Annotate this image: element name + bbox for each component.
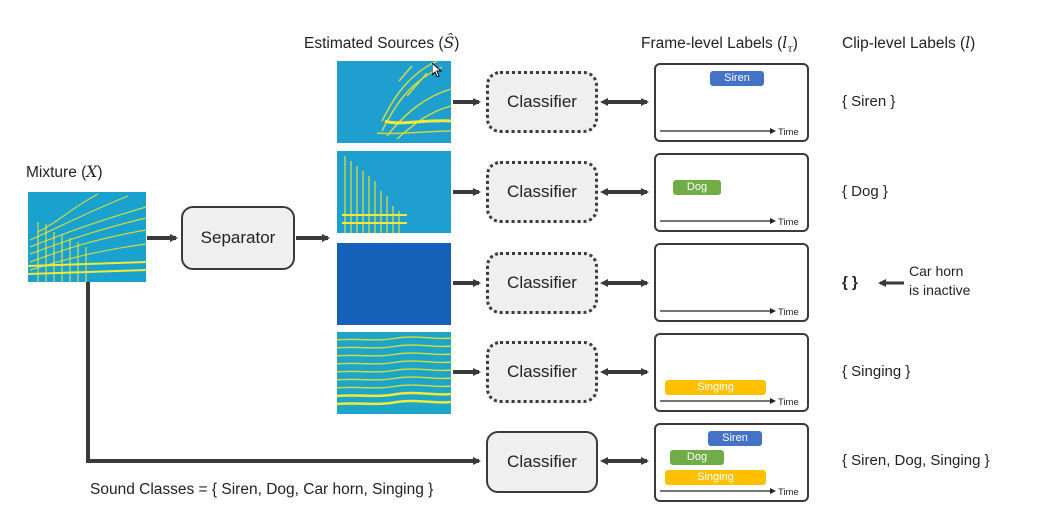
car-horn-note: Car horn is inactive [909,262,970,300]
time-label: Time [778,307,799,318]
separator-label: Separator [200,228,276,247]
clip-header-text: Clip-level Labels ( [842,35,966,52]
estimated-header-close: ) [454,35,460,52]
clip-label-2: { Dog } [842,183,888,200]
classifier-label: Classifier [507,273,577,292]
frame-header-text: Frame-level Labels ( [641,35,783,52]
mixture-header-close: ) [97,164,103,181]
arrow-mixture-to-bottom-classifier [86,282,481,465]
car-horn-note-line2: is inactive [909,282,971,298]
time-axis [660,488,776,494]
time-axis [660,398,776,404]
estimated-header-text: Estimated Sources ( [304,35,444,52]
frame-box-2: Dog Time [654,153,809,232]
classifier-box-3: Classifier [486,252,598,314]
clip-header-close: ) [970,35,976,52]
classifier-box-4: Classifier [486,341,598,403]
clip-label-1: { Siren } [842,93,896,110]
source-spectrogram-singing [337,332,451,414]
frame-symbol-sub: τ [787,44,793,56]
time-axis [660,128,776,134]
frame-level-header: Frame-level Labels (lτ) [641,34,798,55]
classifier-label: Classifier [507,362,577,381]
classifier-label: Classifier [507,452,577,471]
classifier-box-1: Classifier [486,71,598,133]
car-horn-note-line1: Car horn [909,263,964,279]
frame-header-close: ) [792,35,798,52]
time-label: Time [778,487,799,498]
source-spectrogram-dog [337,151,451,233]
mixture-header-text: Mixture ( [26,164,87,181]
classifier-box-2: Classifier [486,161,598,223]
clip-level-header: Clip-level Labels (l) [842,34,975,53]
source-spectrogram-carhorn [337,243,451,325]
frame-label-singing: Singing [665,380,766,395]
frame-label-siren: Siren [710,71,764,86]
mouse-pointer-icon [431,61,443,78]
time-label: Time [778,397,799,408]
time-label: Time [778,217,799,228]
frame-box-1: Siren Time [654,63,809,142]
mixture-spectrogram [28,192,146,282]
clip-symbol: l [965,34,971,52]
frame-box-mixture: Siren Dog Singing Time [654,423,809,502]
sound-classes-caption: Sound Classes = { Siren, Dog, Car horn, … [90,481,434,498]
separator-box: Separator [181,206,295,270]
classifier-label: Classifier [507,92,577,111]
estimated-sources-header: Estimated Sources (Ŝ) [304,34,459,53]
mixture-symbol: X [86,163,98,181]
time-label: Time [778,127,799,138]
frame-box-4: Singing Time [654,333,809,412]
frame-label-dog: Dog [670,450,724,465]
time-axis [660,218,776,224]
clip-label-mixture: { Siren, Dog, Singing } [842,452,990,469]
clip-label-3: { } [842,274,858,291]
classifier-label: Classifier [507,182,577,201]
clip-label-4: { Singing } [842,363,911,380]
frame-label-dog: Dog [673,180,721,195]
frame-symbol: l [782,34,788,52]
frame-label-singing: Singing [665,470,766,485]
frame-label-siren: Siren [708,431,762,446]
classifier-box-mixture: Classifier [486,431,598,493]
time-axis [660,308,776,314]
mixture-header: Mixture (X) [26,163,103,182]
estimated-symbol: Ŝ [443,34,455,52]
frame-box-3: Time [654,243,809,322]
